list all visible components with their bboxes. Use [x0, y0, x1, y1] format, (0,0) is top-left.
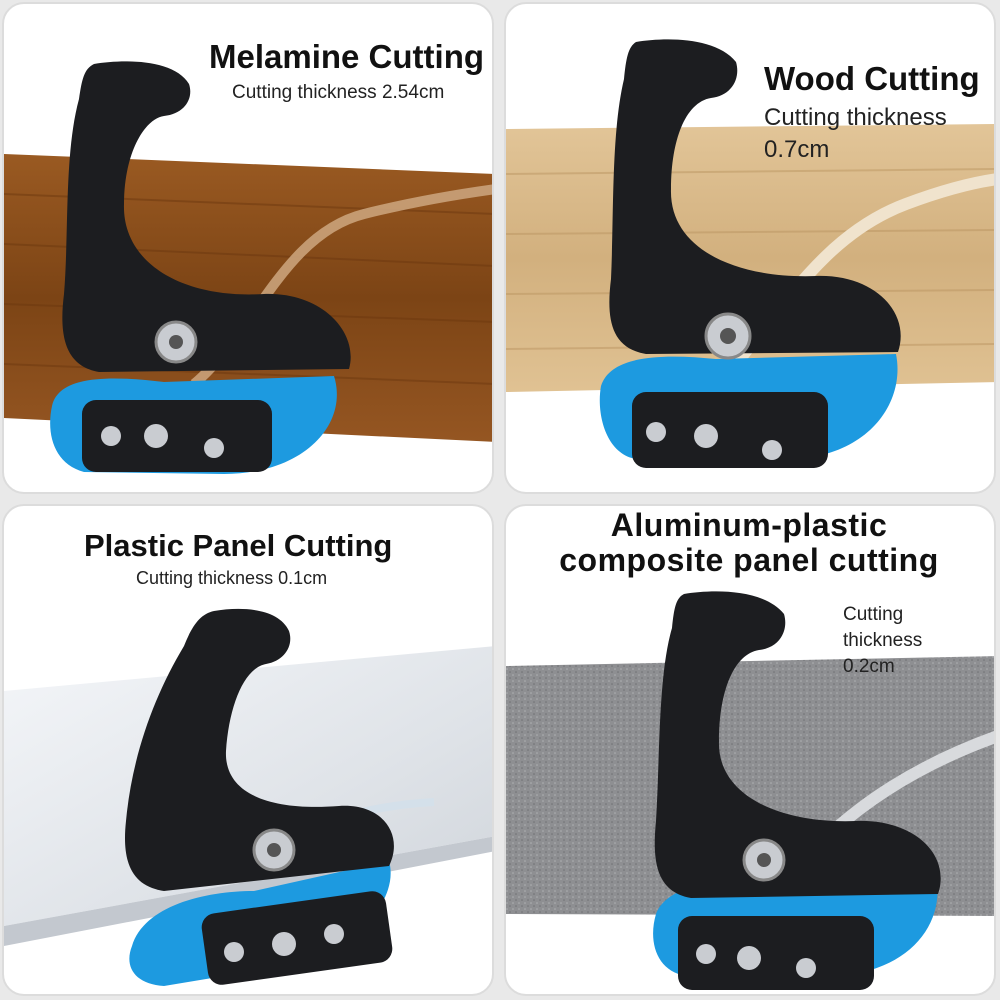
panel-title: Wood Cutting — [764, 60, 980, 97]
edge-trimmer-tool — [653, 591, 941, 990]
panel-subtitle: Cutting thickness 0.7cm — [764, 104, 947, 163]
wood-illustration — [506, 39, 994, 468]
panel-aluminum-plastic: Aluminum-plastic composite panel cutting… — [504, 504, 996, 996]
edge-trimmer-tool — [50, 61, 351, 474]
panel-plastic: Plastic Panel Cutting Cutting thickness … — [2, 504, 494, 996]
panel-subtitle: Cutting thickness 2.54cm — [232, 82, 445, 103]
panel-wood: Wood Cutting Cutting thickness 0.7cm — [504, 2, 996, 494]
aluminum-plastic-illustration — [506, 591, 994, 990]
panel-subtitle: Cutting thickness 0.2cm — [843, 604, 923, 677]
plastic-illustration — [4, 608, 492, 986]
panel-title: Aluminum-plastic composite panel cutting — [559, 507, 939, 578]
edge-trimmer-tool — [124, 608, 394, 986]
panel-melamine: Melamine Cutting Cutting thickness 2.54c… — [2, 2, 494, 494]
melamine-illustration — [4, 61, 492, 474]
panel-subtitle: Cutting thickness 0.1cm — [136, 568, 328, 588]
panel-title: Melamine Cutting — [209, 38, 485, 75]
panel-title: Plastic Panel Cutting — [84, 528, 393, 563]
edge-trimmer-tool — [599, 39, 901, 468]
